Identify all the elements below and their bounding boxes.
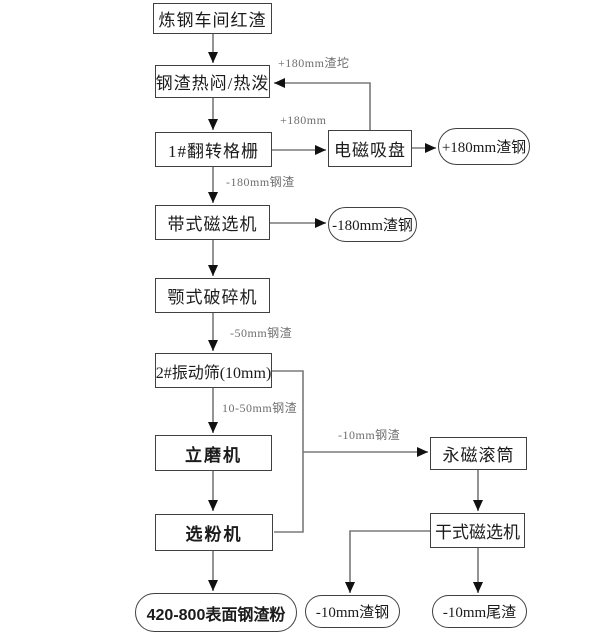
node-vertical-mill: 立磨机 (155, 435, 272, 471)
edge-label-plus180mm: +180mm (280, 113, 327, 127)
node-red-slag: 炼钢车间红渣 (153, 3, 272, 34)
node-tipping-grid-1: 1#翻转格栅 (155, 132, 272, 167)
node-output-plus180mm-slag-steel: +180mm渣钢 (438, 128, 530, 165)
edge-label-minus180mm-slag: -180mm钢渣 (226, 175, 295, 189)
edge-drysep-m10steel (345, 530, 430, 593)
edge-label-minus50mm-slag: -50mm钢渣 (230, 326, 293, 340)
node-powder-classifier: 选粉机 (155, 514, 273, 551)
node-hot-stew: 钢渣热闷/热泼 (155, 65, 270, 98)
edge-screen2-branch-connector (272, 370, 304, 533)
node-output-minus180mm-slag-steel: -180mm渣钢 (328, 207, 417, 242)
node-dry-magnetic-separator: 干式磁选机 (430, 513, 525, 548)
node-jaw-crusher: 颚式破碎机 (155, 278, 270, 313)
edge-label-plus180mm-lump: +180mm渣坨 (278, 56, 350, 70)
node-output-product-powder: 420-800表面钢渣粉 (135, 593, 297, 632)
node-electromagnetic-chuck: 电磁吸盘 (328, 130, 412, 167)
edge-magnetplate-hotstew-feedback (274, 78, 371, 130)
node-belt-magnetic-separator: 带式磁选机 (155, 205, 270, 240)
edge-label-minus10mm-slag: -10mm钢渣 (338, 428, 401, 442)
node-vibrating-screen-2: 2#振动筛(10mm) (155, 353, 272, 388)
node-output-minus10mm-tailings: -10mm尾渣 (432, 595, 527, 628)
edge-label-10-50mm-slag: 10-50mm钢渣 (222, 401, 298, 415)
node-output-minus10mm-slag-steel: -10mm渣钢 (305, 595, 400, 628)
node-permanent-magnet-drum: 永磁滚筒 (430, 437, 527, 470)
